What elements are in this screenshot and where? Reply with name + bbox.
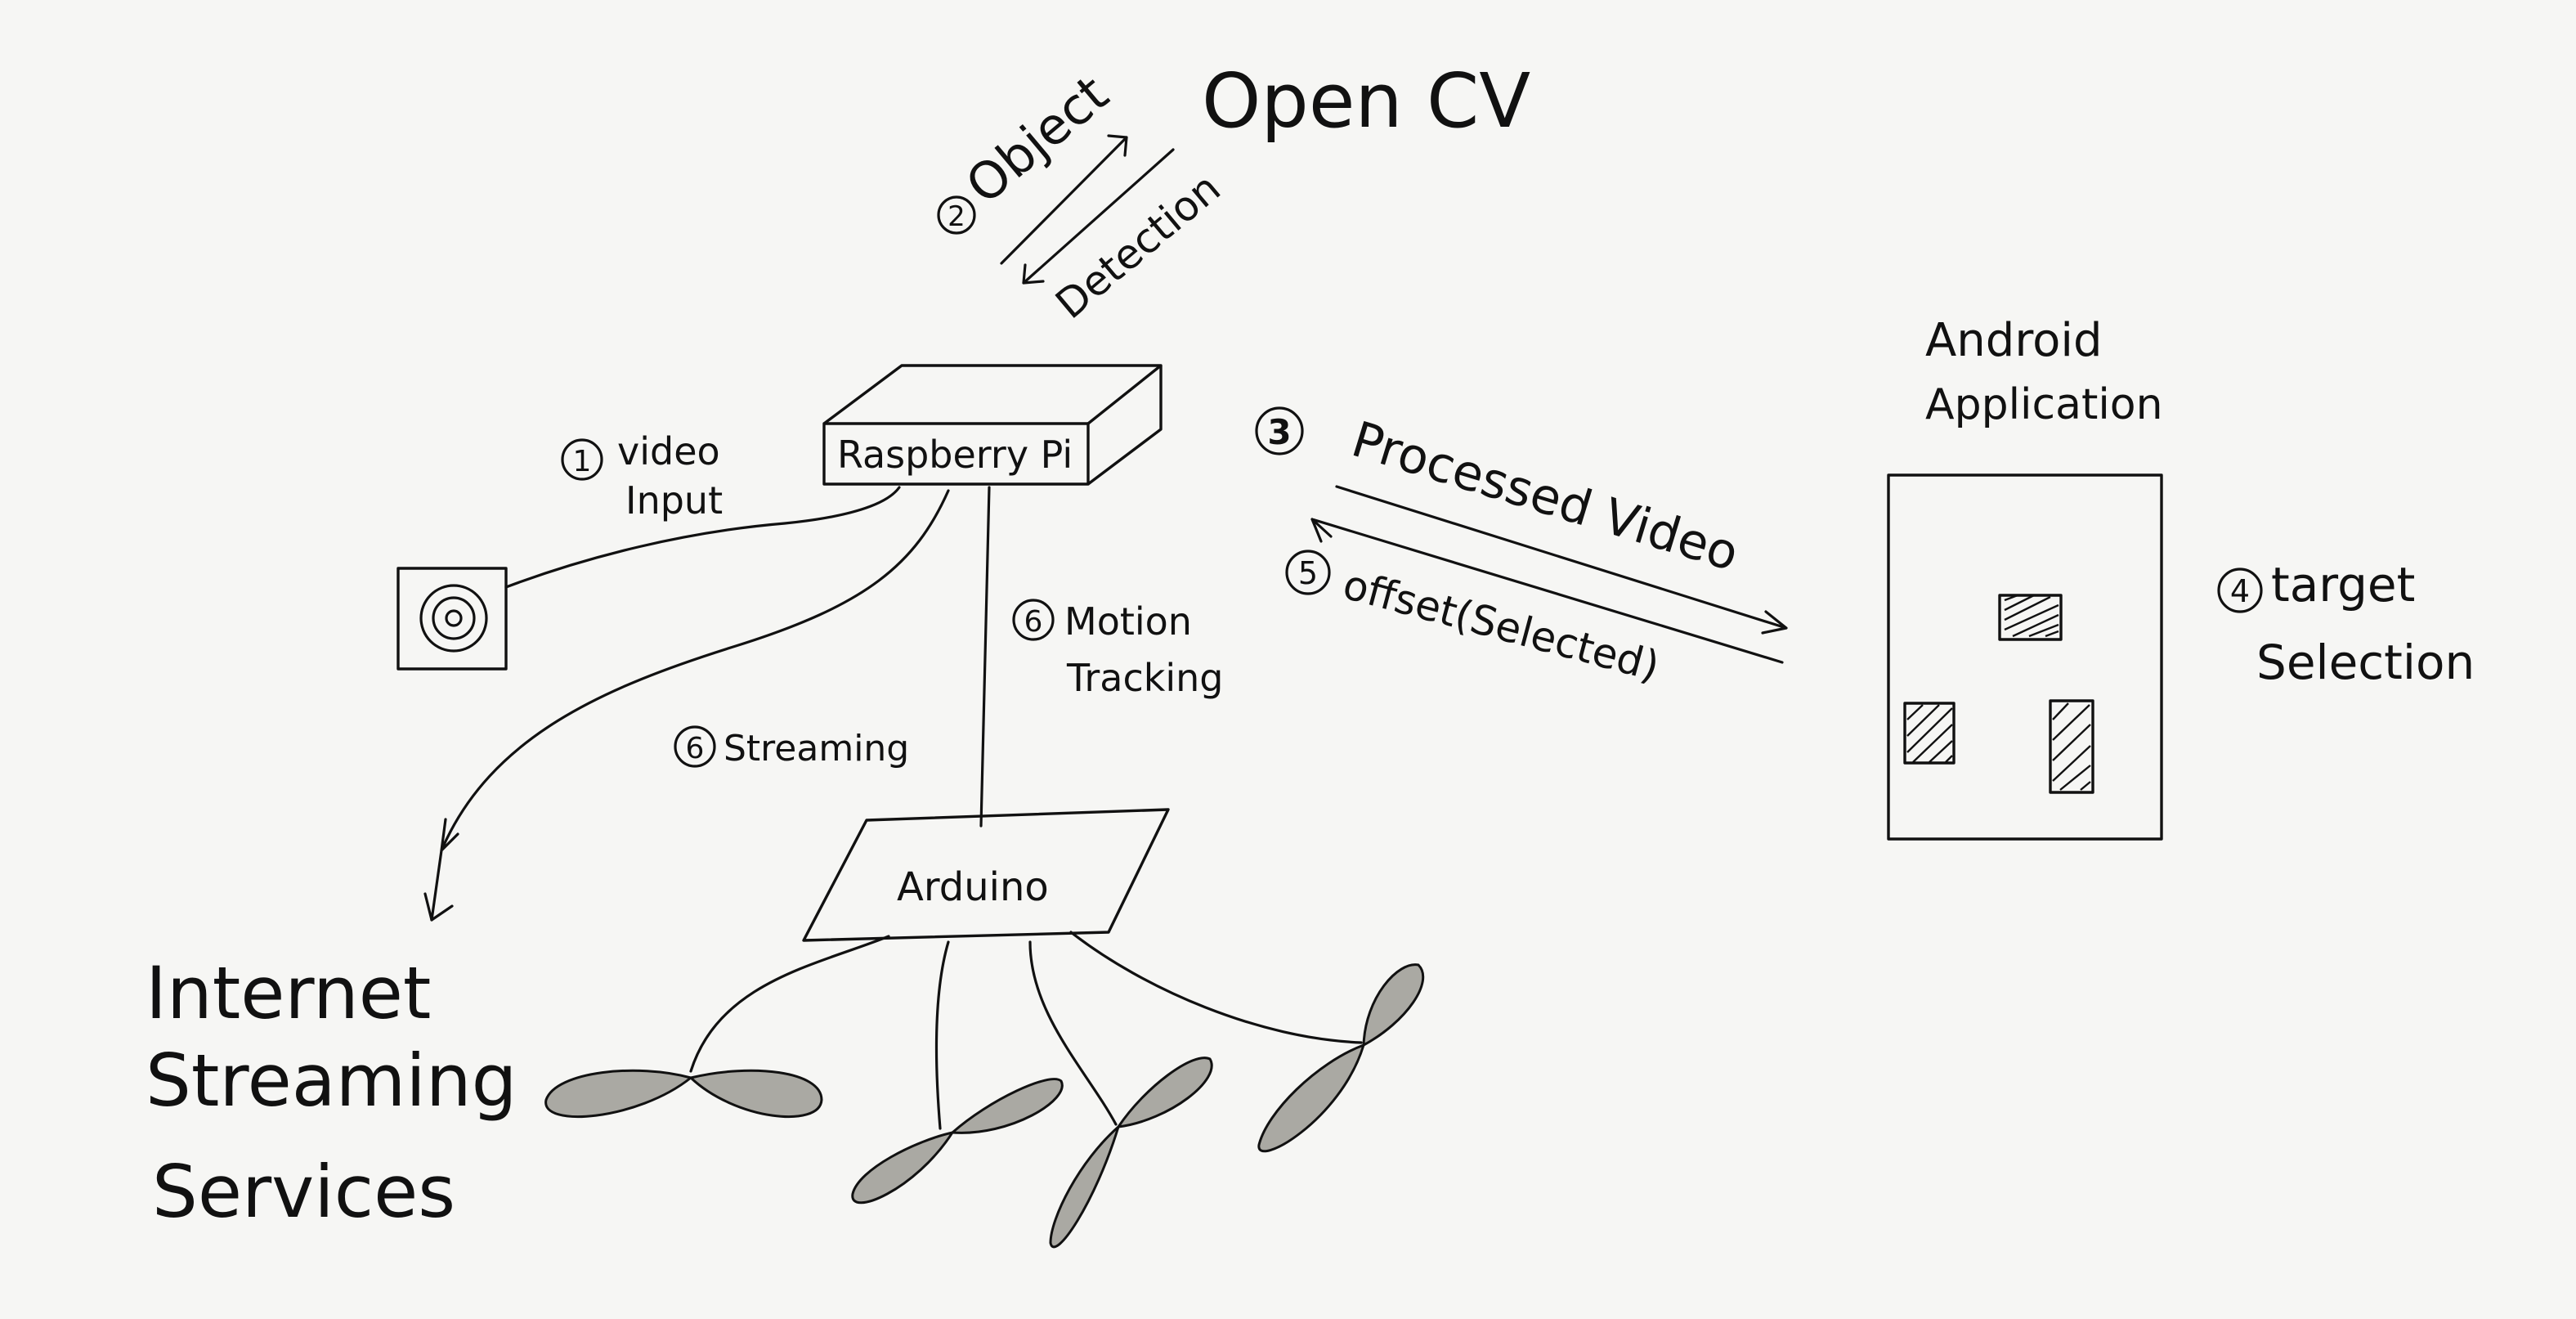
processed-video-arrow [1335, 485, 1788, 635]
svg-text:6: 6 [686, 732, 705, 765]
step-4-badge: 4 [2217, 568, 2263, 613]
motion-label-line2: Tracking [1066, 656, 1224, 700]
wire-propeller-2 [934, 940, 950, 1130]
target-label-line2: Selection [2256, 635, 2475, 690]
android-label-line1: Android [1925, 314, 2103, 367]
object-detection-arrows [1000, 134, 1175, 285]
svg-text:4: 4 [2230, 573, 2250, 609]
step-1-badge: 1 [561, 438, 603, 481]
propeller-2 [851, 1078, 1064, 1205]
step-6-badge-motion: 6 [1012, 599, 1055, 641]
raspberry-pi-label: Raspberry Pi [837, 433, 1073, 477]
internet-label-line1: Internet [146, 951, 431, 1035]
streaming-arrow-head [423, 892, 454, 922]
motion-label-line1: Motion [1064, 599, 1192, 644]
target-box-top [1998, 594, 2063, 641]
propeller-3 [1049, 1057, 1213, 1249]
opencv-label: Open CV [1202, 57, 1530, 145]
video-input-label-line2: Input [625, 478, 723, 523]
internet-label-line3: Services [152, 1150, 455, 1234]
svg-text:6: 6 [1024, 605, 1043, 639]
svg-text:5: 5 [1298, 555, 1318, 591]
step-2-badge: 2 [937, 195, 976, 235]
motion-tracking-line [979, 486, 991, 828]
step-3-badge: 3 [1255, 406, 1304, 455]
propeller-4 [1257, 963, 1425, 1153]
camera-icon [396, 567, 508, 671]
wire-propeller-3 [1028, 940, 1118, 1126]
step-5-badge: 5 [1285, 550, 1331, 595]
processed-video-label: Processed Video [1346, 411, 1745, 582]
streaming-label: Streaming [724, 728, 909, 769]
raspberry-pi-box [822, 364, 1163, 486]
object-label: Object [955, 64, 1120, 216]
propeller-1 [544, 1069, 823, 1119]
step-6-badge-streaming: 6 [674, 725, 716, 768]
target-label-line1: target [2271, 557, 2415, 612]
video-input-line [504, 486, 901, 589]
arduino-label: Arduino [897, 864, 1049, 910]
android-label-line2: Application [1925, 380, 2163, 429]
offset-arrow [1310, 518, 1784, 664]
streaming-arrow [430, 489, 950, 922]
offset-label: offset(Selected) [1338, 561, 1664, 691]
internet-label-line2: Streaming [146, 1039, 517, 1123]
wire-propeller-1 [689, 935, 890, 1073]
svg-text:3: 3 [1267, 412, 1291, 452]
target-box-right [2049, 699, 2094, 794]
wire-propeller-4 [1069, 931, 1363, 1044]
arduino-board [802, 808, 1170, 942]
video-input-label-line1: video [617, 429, 720, 473]
svg-text:2: 2 [948, 200, 965, 233]
android-screen [1887, 473, 2163, 841]
target-box-left [1903, 702, 1956, 765]
svg-text:1: 1 [573, 445, 592, 478]
